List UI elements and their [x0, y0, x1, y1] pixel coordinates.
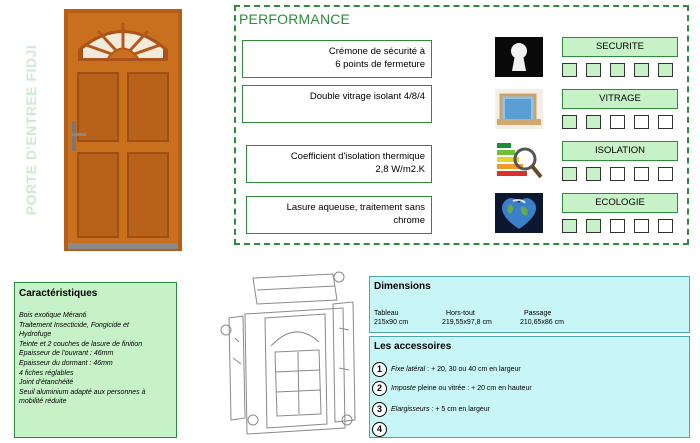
- accessoires-panel: Les accessoires 1 Fixe latéral : + 20, 3…: [369, 336, 690, 438]
- desc-line: Crémone de sécurité à: [328, 46, 425, 57]
- sketch-drawing: [220, 271, 356, 435]
- accessory-number: 3: [372, 401, 387, 417]
- list-item: Epaisseur du dormant : 46mm: [19, 359, 113, 367]
- dimension-value: 215x90 cm: [374, 319, 409, 326]
- caracteristiques-list: Bois exotique Méranti Traitement Insecti…: [19, 311, 172, 407]
- performance-label: SECURITE: [562, 37, 678, 57]
- earth-heart-icon: [495, 193, 543, 233]
- dimension-passage: Passage 210,65x86 cm: [520, 309, 564, 327]
- accessory-text: Fixe latéral : + 20, 30 ou 40 cm en larg…: [391, 366, 521, 373]
- rating-box: [562, 219, 577, 233]
- list-item: Hydrofuge: [19, 331, 52, 339]
- list-item: Teinte et 2 couches de lasure de finitio…: [19, 340, 143, 348]
- dimension-label: Hors-tout: [446, 310, 475, 317]
- performance-desc: Double vitrage isolant 4/8/4: [242, 85, 432, 123]
- keyhole-icon: [495, 37, 543, 77]
- list-item: Joint d'étanchéité: [19, 379, 74, 387]
- performance-row-securite: Crémone de sécurité à 6 points de fermet…: [236, 37, 687, 85]
- performance-desc: Coefficient d'isolation thermique 2,8 W/…: [246, 145, 432, 183]
- rating-box: [634, 219, 649, 233]
- rating-box: [586, 219, 601, 233]
- performance-desc: Lasure aqueuse, traitement sans chrome: [246, 196, 432, 234]
- desc-line: Lasure aqueuse, traitement sans chrome: [286, 202, 425, 226]
- rating-box: [658, 115, 673, 129]
- caracteristiques-panel: Caractéristiques Bois exotique Méranti T…: [14, 282, 177, 438]
- list-item: Seuil aluminium adapté aux personnes à: [19, 388, 146, 396]
- accessory-number: 4: [372, 421, 387, 437]
- accessory-detail: : + 5 cm en largeur: [429, 405, 491, 413]
- accessory-number: 1: [372, 361, 387, 377]
- vertical-title-text: PORTE D'ENTREE FIDJI: [23, 44, 39, 216]
- energy-rating-icon: [495, 141, 543, 181]
- accessories-sketch: [215, 268, 365, 438]
- accessory-detail: : + 20, 30 ou 40 cm en largeur: [425, 365, 521, 373]
- rating-box: [610, 219, 625, 233]
- accessoires-title: Les accessoires: [374, 341, 452, 352]
- accessory-text: Elargisseurs : + 5 cm en largeur: [391, 406, 490, 413]
- rating-box: [658, 63, 673, 77]
- accessory-text: Imposte pleine ou vitrée : + 20 cm en ha…: [391, 385, 532, 392]
- rating-boxes: [562, 115, 673, 129]
- accessory-name: Fixe latéral: [391, 365, 426, 373]
- rating-box: [562, 63, 577, 77]
- performance-label: VITRAGE: [562, 89, 678, 109]
- door-illustration: [64, 9, 182, 251]
- accessory-item: 4: [372, 421, 391, 437]
- performance-row-vitrage: Double vitrage isolant 4/8/4 VITRAGE: [236, 85, 687, 137]
- rating-boxes: [562, 219, 673, 233]
- desc-line: 2,8 W/m2.K: [375, 164, 425, 175]
- list-item: Epaisseur de l'ouvrant : 46mm: [19, 350, 114, 358]
- rating-box: [586, 115, 601, 129]
- dimension-value: 219,55x97,8 cm: [442, 319, 492, 326]
- glazing-icon: [495, 89, 543, 129]
- rating-box: [634, 115, 649, 129]
- performance-panel: PERFORMANCE Crémone de sécurité à 6 poin…: [234, 5, 689, 245]
- accessory-item: 2 Imposte pleine ou vitrée : + 20 cm en …: [372, 380, 532, 396]
- rating-box: [634, 167, 649, 181]
- rating-boxes: [562, 167, 673, 181]
- rating-box: [562, 115, 577, 129]
- performance-title: PERFORMANCE: [239, 11, 351, 27]
- desc-line: Coefficient d'isolation thermique: [290, 151, 425, 162]
- performance-row-ecologie: Lasure aqueuse, traitement sans chrome E…: [236, 193, 687, 241]
- desc-line: 6 points de fermeture: [335, 59, 425, 70]
- accessory-detail: pleine ou vitrée : + 20 cm en hauteur: [415, 384, 532, 392]
- rating-box: [610, 63, 625, 77]
- caracteristiques-title: Caractéristiques: [19, 288, 98, 299]
- dimension-tableau: Tableau 215x90 cm: [374, 309, 408, 327]
- rating-box: [658, 167, 673, 181]
- accessory-item: 1 Fixe latéral : + 20, 30 ou 40 cm en la…: [372, 361, 521, 377]
- dimensions-panel: Dimensions Tableau 215x90 cm Hors-tout 2…: [369, 276, 690, 333]
- performance-row-isolation: Coefficient d'isolation thermique 2,8 W/…: [236, 141, 687, 189]
- rating-box: [586, 167, 601, 181]
- rating-box: [610, 167, 625, 181]
- list-item: Bois exotique Méranti: [19, 312, 87, 319]
- dimension-hors-tout: Hors-tout 219,55x97,8 cm: [442, 309, 492, 327]
- dimension-value: 210,65x86 cm: [520, 319, 564, 326]
- accessory-item: 3 Elargisseurs : + 5 cm en largeur: [372, 401, 490, 417]
- list-item: mobilité réduite: [19, 398, 67, 406]
- desc-line: Double vitrage isolant 4/8/4: [309, 91, 425, 102]
- rating-boxes: [562, 63, 673, 77]
- rating-box: [658, 219, 673, 233]
- accessory-name: Imposte: [391, 384, 416, 392]
- dimension-label: Passage: [524, 310, 552, 317]
- list-item: 4 fiches réglables: [19, 369, 74, 377]
- dimensions-title: Dimensions: [374, 281, 431, 292]
- performance-label: ECOLOGIE: [562, 193, 678, 213]
- rating-box: [610, 115, 625, 129]
- dimension-label: Tableau: [374, 310, 399, 317]
- accessory-name: Elargisseurs: [391, 405, 430, 413]
- vertical-title: PORTE D'ENTREE FIDJI: [6, 10, 56, 250]
- list-item: Traitement Insecticide, Fongicide et: [19, 321, 129, 329]
- accessory-number: 2: [372, 380, 387, 396]
- rating-box: [634, 63, 649, 77]
- rating-box: [562, 167, 577, 181]
- performance-desc: Crémone de sécurité à 6 points de fermet…: [242, 40, 432, 78]
- door-image: [64, 9, 182, 251]
- rating-box: [586, 63, 601, 77]
- performance-label: ISOLATION: [562, 141, 678, 161]
